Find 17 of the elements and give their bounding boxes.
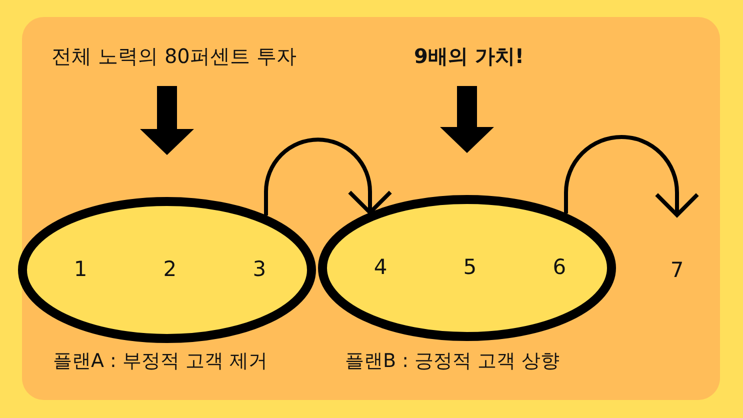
annotation-text: 9배의 가치! [394, 40, 544, 72]
plan-ellipse [18, 197, 316, 343]
plan-label: 플랜A : 부정적 고객 제거 [53, 349, 268, 373]
step-number: 2 [163, 256, 177, 283]
arrow [140, 86, 194, 155]
plan-label: 플랜B : 긍정적 고객 상향 [345, 349, 560, 373]
plan-ellipse [318, 195, 616, 341]
arrow [440, 86, 494, 153]
step-number: 4 [374, 254, 388, 281]
step-number: 3 [252, 256, 266, 283]
step-number: 1 [74, 256, 88, 283]
curved-arrow [264, 138, 391, 216]
curved-arrow [564, 135, 698, 217]
step-number: 7 [664, 255, 690, 285]
step-number: 6 [552, 254, 566, 281]
step-number: 5 [463, 254, 477, 281]
annotation-text: 전체 노력의 80퍼센트 투자 [40, 40, 308, 72]
